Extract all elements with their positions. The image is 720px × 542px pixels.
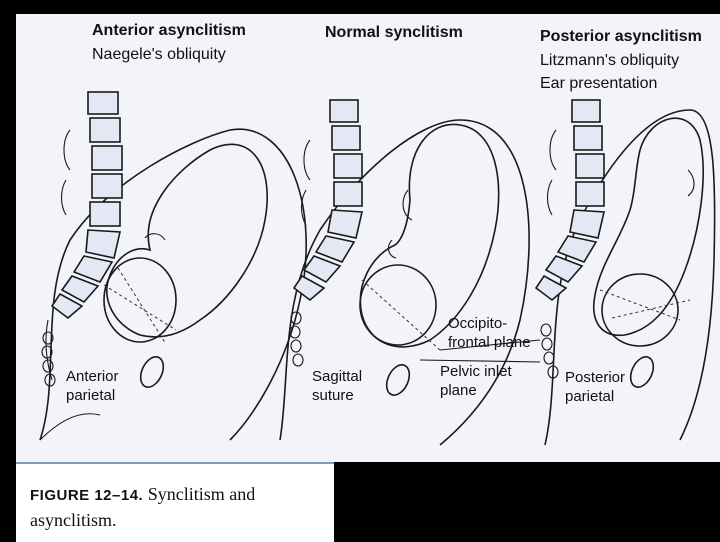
label-pelvic-inlet-line2: plane	[440, 382, 477, 399]
label-posterior-parietal-line2: parietal	[565, 388, 615, 405]
label-sagittal-suture-line2: suture	[312, 387, 354, 404]
figure-area	[16, 14, 720, 462]
label-sagittal-suture: Sagittal suture	[312, 367, 362, 405]
spine-3	[534, 99, 605, 379]
abdominal-wall-2	[279, 119, 530, 446]
label-occipitofrontal-line1: Occipito-	[448, 315, 508, 332]
spine-2	[289, 99, 363, 367]
symphysis-3	[629, 356, 655, 388]
label-occipitofrontal-line2: frontal plane	[448, 334, 531, 351]
symphysis-2	[385, 364, 411, 396]
figure-caption: FIGURE 12–14. Synclitism and asynclitism…	[30, 482, 330, 533]
panel-title-anterior: Anterior asynclitism	[92, 22, 246, 39]
caption-body: Synclitism and asynclitism.	[30, 484, 256, 530]
fetus-1	[106, 143, 268, 338]
label-anterior-parietal-line2: parietal	[66, 387, 116, 404]
abdominal-wall-3	[544, 109, 716, 446]
label-pelvic-inlet-plane: Pelvic inlet plane	[440, 362, 512, 400]
fetal-head-3	[601, 273, 679, 347]
label-occipitofrontal-plane: Occipito- frontal plane	[448, 314, 531, 352]
fetal-head-2	[359, 264, 437, 346]
fetus-3	[593, 117, 704, 337]
spine-1	[41, 91, 123, 387]
caption-area	[16, 462, 334, 542]
panel-normal-drawing	[279, 99, 541, 446]
label-posterior-parietal-line1: Posterior	[565, 369, 626, 386]
symphysis-1	[139, 356, 165, 388]
figure-label: FIGURE 12–14.	[30, 487, 144, 504]
panel-anterior-drawing	[39, 91, 307, 441]
label-anterior-parietal: Anterior parietal	[66, 367, 119, 405]
panel-subtitle-posterior-2: Ear presentation	[540, 75, 658, 92]
panel-title-posterior: Posterior asynclitism	[540, 28, 702, 45]
panel-posterior-drawing	[534, 99, 716, 446]
panel-subtitle-anterior: Naegele's obliquity	[92, 46, 226, 63]
fetus-2	[359, 123, 500, 348]
label-sagittal-suture-line1: Sagittal	[312, 368, 363, 385]
panel-title-normal: Normal synclitism	[325, 24, 463, 41]
label-anterior-parietal-line1: Anterior	[66, 368, 119, 385]
label-posterior-parietal: Posterior parietal	[565, 368, 625, 406]
panel-subtitle-posterior-1: Litzmann's obliquity	[540, 52, 680, 69]
fetal-head-1	[103, 257, 177, 343]
label-pelvic-inlet-line1: Pelvic inlet	[440, 363, 512, 380]
